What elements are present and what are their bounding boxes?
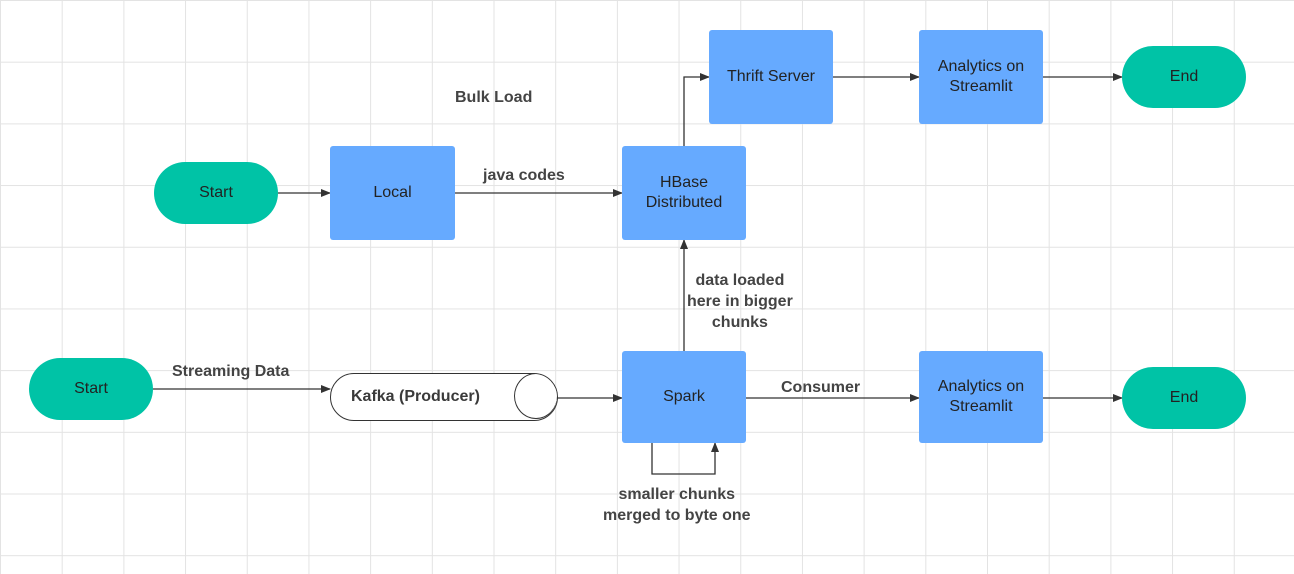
start-terminal-bottom: Start: [29, 358, 153, 420]
analytics-top-label: Analytics on Streamlit: [937, 58, 1025, 95]
thrift-server-node: Thrift Server: [709, 30, 833, 124]
edge-hbase-to-thrift: [683, 73, 710, 146]
local-node: Local: [330, 146, 455, 240]
kafka-producer-queue: Kafka (Producer): [330, 373, 558, 421]
thrift-label: Thrift Server: [726, 68, 815, 85]
data-loaded-label: data loaded here in bigger chunks: [687, 272, 793, 331]
analytics-node-top: Analytics on Streamlit: [919, 30, 1043, 124]
kafka-label: Kafka (Producer): [351, 388, 480, 405]
analytics-bottom-label: Analytics on Streamlit: [937, 378, 1025, 415]
end-bottom-label: End: [1169, 389, 1199, 406]
consumer-label: Consumer: [781, 379, 861, 396]
spark-node: Spark: [622, 351, 746, 443]
start-terminal-top: Start: [154, 162, 278, 224]
hbase-node: HBase Distributed: [622, 146, 746, 240]
streaming-data-label: Streaming Data: [172, 363, 290, 380]
edge-spark-self-loop: [651, 442, 719, 475]
java-codes-label: java codes: [483, 167, 565, 184]
queue-end-cap: [514, 374, 557, 419]
start-top-label: Start: [199, 184, 233, 201]
local-label: Local: [373, 184, 412, 201]
smaller-chunks-label: smaller chunks merged to byte one: [603, 486, 751, 524]
end-top-label: End: [1169, 68, 1199, 85]
spark-label: Spark: [663, 388, 705, 405]
start-bottom-label: Start: [74, 380, 108, 397]
hbase-label: HBase Distributed: [645, 174, 723, 211]
bulk-load-label: Bulk Load: [455, 89, 533, 106]
analytics-node-bottom: Analytics on Streamlit: [919, 351, 1043, 443]
end-terminal-top: End: [1122, 46, 1246, 108]
end-terminal-bottom: End: [1122, 367, 1246, 429]
